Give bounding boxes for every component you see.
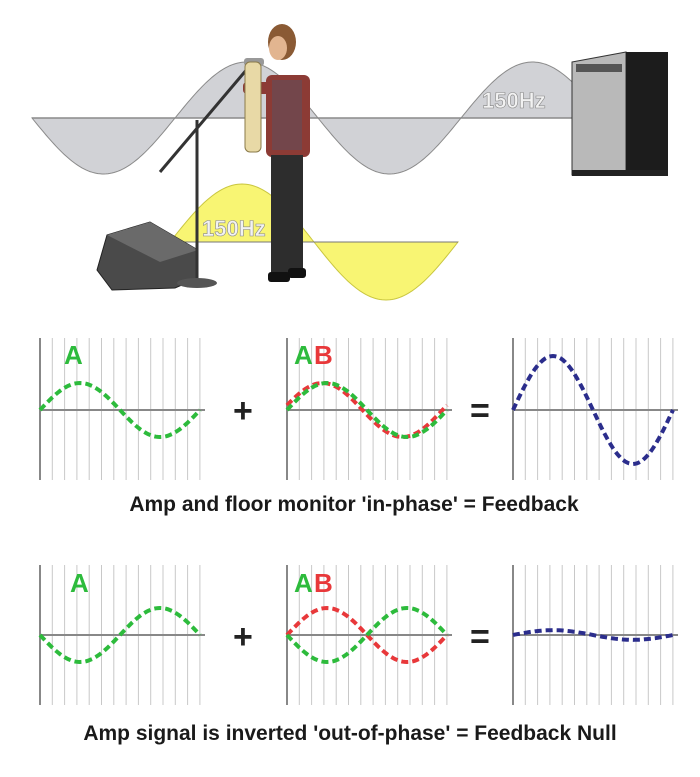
plus-sign: +	[233, 392, 253, 430]
guitar-amplifier	[571, 51, 668, 176]
wave-a-curve	[285, 605, 449, 665]
graph-wave-a-b	[285, 565, 452, 705]
label-a: A	[64, 340, 83, 370]
equals-sign: =	[470, 618, 490, 656]
graph-sum	[512, 565, 678, 705]
in-phase-row: A A B + = Amp and floor monitor 'in-phas…	[38, 338, 678, 516]
label-b: B	[314, 568, 333, 598]
label-a: A	[294, 340, 313, 370]
label-a: A	[294, 568, 313, 598]
wave-a-curve	[38, 605, 202, 665]
out-of-phase-row: A A B + = Amp signal is inverted 'out-of…	[38, 565, 678, 745]
sum-curve	[512, 628, 674, 642]
monitor-frequency-label: 150Hz	[202, 216, 266, 241]
label-a: A	[70, 568, 89, 598]
graph-sum	[511, 338, 678, 480]
graph-wave-a-b	[285, 338, 452, 480]
wave-a-curve	[38, 380, 202, 440]
plus-sign: +	[233, 618, 253, 656]
stage-illustration: 150Hz 150Hz	[30, 24, 668, 301]
guitarist	[243, 24, 310, 282]
amp-frequency-label: 150Hz	[482, 88, 546, 113]
wave-a-curve	[285, 380, 449, 440]
label-b: B	[314, 340, 333, 370]
equals-sign: =	[470, 392, 490, 430]
out-of-phase-caption: Amp signal is inverted 'out-of-phase' = …	[83, 722, 616, 745]
in-phase-caption: Amp and floor monitor 'in-phase' = Feedb…	[129, 493, 579, 516]
sum-curve	[511, 353, 675, 467]
graph-wave-a	[38, 565, 205, 705]
graph-wave-a	[38, 338, 205, 480]
